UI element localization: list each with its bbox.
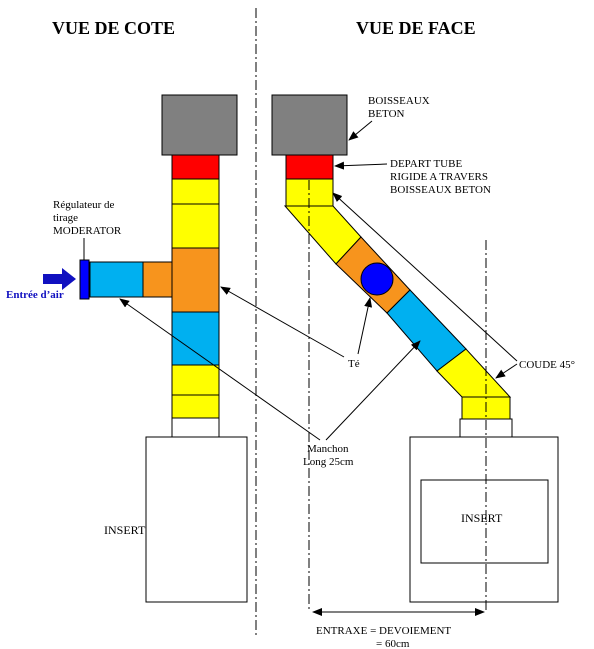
coude-label: COUDE 45° bbox=[519, 359, 575, 371]
side-red-departure-tube bbox=[171, 154, 220, 180]
side-yellow-pipe-3 bbox=[171, 364, 220, 396]
coude-arrow-upper bbox=[332, 192, 518, 362]
side-concrete-flue-block bbox=[161, 94, 238, 156]
side-view: INSERT Régulateur de tirage MODERATOR En… bbox=[6, 94, 248, 603]
regulator-label-line2: tirage bbox=[53, 212, 78, 224]
manchon-arrow-side bbox=[119, 298, 321, 441]
boisseaux-label-line1: BOISSEAUX bbox=[368, 95, 430, 107]
air-inlet-label: Entrée d’air bbox=[6, 289, 64, 301]
depart-label-line1: DEPART TUBE bbox=[390, 158, 462, 170]
side-yellow-pipe-2 bbox=[171, 203, 220, 249]
front-view-title: VUE DE FACE bbox=[356, 18, 476, 38]
side-insert-collar bbox=[171, 417, 220, 438]
front-red-departure-tube bbox=[285, 154, 334, 180]
side-yellow-pipe-1 bbox=[171, 178, 220, 205]
regulator-label-line1: Régulateur de bbox=[53, 199, 115, 211]
manchon-arrow-front bbox=[325, 340, 421, 441]
manchon-label-line1: Manchon bbox=[307, 443, 349, 455]
front-insert-window bbox=[420, 479, 549, 564]
moderator-regulator bbox=[79, 259, 90, 300]
depart-label-line2: RIGIDE A TRAVERS bbox=[390, 171, 488, 183]
side-horizontal-manchon bbox=[89, 261, 144, 298]
front-insert-label: INSERT bbox=[461, 511, 503, 525]
manchon-label-line2: Long 25cm bbox=[303, 456, 354, 468]
front-concrete-flue-block bbox=[271, 94, 348, 156]
front-view: INSERT ENTRAXE = DEVOIEMENT = 60cm bbox=[271, 94, 559, 649]
coude-arrow-lower bbox=[495, 363, 518, 379]
te-arrow-side bbox=[220, 286, 345, 358]
regulator-label-line3: MODERATOR bbox=[53, 225, 122, 237]
depart-label-line3: BOISSEAUX BETON bbox=[390, 184, 491, 196]
entraxe-label-line1: ENTRAXE = DEVOIEMENT bbox=[316, 625, 451, 637]
te-arrow-front bbox=[357, 297, 373, 355]
side-insert-label: INSERT bbox=[104, 523, 146, 537]
entraxe-label-line2: = 60cm bbox=[376, 638, 410, 649]
depart-arrow bbox=[334, 161, 388, 170]
air-inlet-arrow-icon bbox=[43, 268, 76, 290]
side-view-title: VUE DE COTE bbox=[52, 18, 175, 38]
side-tee-fitting bbox=[171, 247, 220, 313]
side-yellow-pipe-4 bbox=[171, 394, 220, 419]
tee-outlet-circle bbox=[360, 262, 394, 296]
side-insert-box bbox=[145, 436, 248, 603]
side-orange-stub bbox=[142, 261, 173, 298]
te-label: Té bbox=[348, 358, 360, 370]
boisseaux-label-line2: BETON bbox=[368, 108, 405, 120]
side-cyan-sleeve bbox=[171, 311, 220, 366]
boisseaux-arrow bbox=[348, 120, 373, 141]
